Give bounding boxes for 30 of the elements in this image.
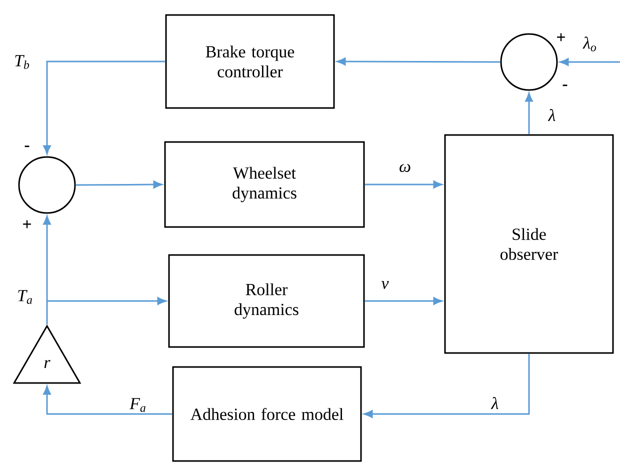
- process-box: Adhesion force model: [172, 366, 362, 462]
- edge-label: ω: [398, 162, 412, 174]
- process-box: Roller dynamics: [168, 254, 365, 348]
- edge-label: λ: [490, 396, 500, 410]
- arrow: [43, 386, 172, 415]
- arrow: [364, 354, 530, 418]
- summing-junction: [500, 33, 558, 91]
- edge-label: T$_{a}$: [16, 289, 34, 305]
- edge-label: λ$_{o}$: [582, 36, 598, 52]
- arrow: [364, 297, 442, 305]
- arrow: [43, 60, 166, 154]
- sign-label: -: [24, 146, 30, 148]
- arrow: [364, 180, 442, 188]
- edge-label: T$_{b}$: [13, 54, 31, 70]
- edge-label: F$_{a}$: [128, 397, 148, 413]
- process-box: Brake torque controller: [165, 14, 335, 109]
- process-box: Wheelset dynamics: [164, 141, 365, 228]
- sign-label: +: [557, 33, 565, 42]
- sign-label: -: [562, 84, 568, 86]
- arrow: [47, 297, 166, 305]
- arrow: [525, 92, 533, 134]
- arrow: [76, 180, 162, 188]
- edge-label: ν: [380, 280, 390, 290]
- arrow: [560, 58, 620, 66]
- edge-label: λ: [547, 108, 557, 122]
- arrow: [43, 216, 51, 324]
- sign-label: +: [23, 220, 31, 228]
- arrow: [336, 58, 500, 66]
- process-box: Slide observer: [444, 134, 614, 354]
- summing-junction: [18, 156, 76, 214]
